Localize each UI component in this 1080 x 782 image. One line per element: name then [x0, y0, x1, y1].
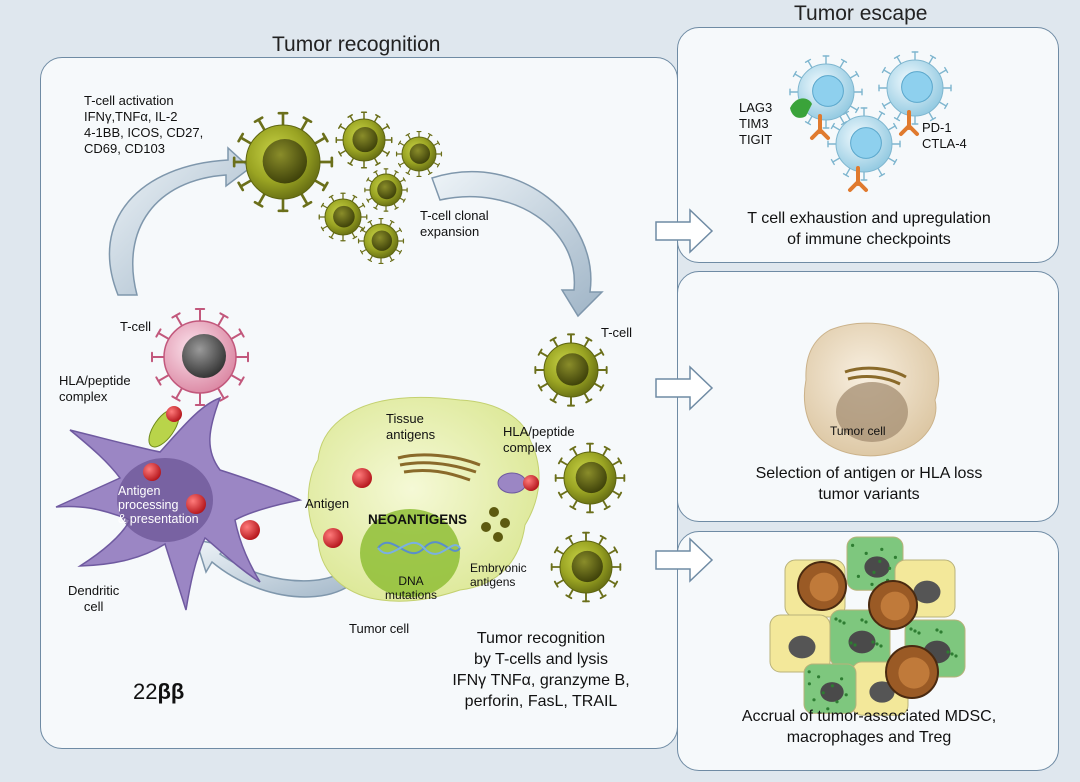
selection-caption: Selection of antigen or HLA loss tumor v… [755, 465, 983, 503]
exhausted-tcell [789, 55, 863, 140]
tcell-pink [151, 308, 249, 406]
tcell-left-label: T-cell [120, 319, 152, 334]
block-arrow-exhaustion [655, 208, 714, 254]
exhausted-tcells [789, 51, 952, 192]
tumor-recognition-title: Tumor recognition [272, 33, 441, 56]
dendritic-antigens [143, 463, 260, 540]
tumor-escape-title: Tumor escape [794, 2, 928, 25]
expanding-tcell [232, 111, 334, 213]
suppressive-cell [803, 663, 857, 714]
macrophage [797, 561, 847, 611]
tumor-cell-label: Tumor cell [349, 621, 410, 636]
neoantigens-label: NEOANTIGENS [368, 512, 468, 527]
expanding-tcell [318, 192, 368, 242]
tissue-antigens-label: Tissue antigens [386, 411, 436, 442]
antigen-label: Antigen [305, 496, 350, 511]
block-arrow-accrual [655, 537, 714, 583]
lysis-caption: Tumor recognition by T-cells and lysis I… [452, 630, 630, 710]
embryonic-antigens-label: Embryonic antigens [470, 561, 527, 589]
macrophage [868, 580, 918, 630]
checkpoints-right-label: PD-1 CTLA-4 [922, 120, 967, 151]
selection-tumor-cell [803, 322, 940, 457]
tcell-effector [554, 442, 626, 514]
expanding-tcell [364, 168, 408, 212]
suppressive-cell [769, 614, 831, 673]
suppressive-cell-cluster [769, 536, 966, 716]
tcell-effector [534, 333, 608, 407]
tcell-effector [550, 531, 622, 603]
expanding-tcell [357, 217, 405, 265]
tcell-clonal-expansion-cluster [232, 111, 443, 265]
suppressive-cell [829, 609, 891, 668]
expanding-tcell [395, 130, 443, 178]
activation-curve-arrow [108, 146, 252, 296]
exhaustion-caption: T cell exhaustion and upregulation of im… [747, 210, 991, 248]
clonal-expansion-label: T-cell clonal expansion [420, 208, 489, 239]
accrual-caption: Accrual of tumor-associated MDSC, macrop… [741, 708, 997, 746]
dendritic-cell-label: Dendritic cell [68, 583, 120, 614]
tcell-activation-label: T-cell activation IFNγ,TNFα, IL-2 4-1BB,… [84, 93, 204, 156]
exhausted-tcell [827, 107, 901, 192]
tumor-cell-shape [307, 396, 540, 602]
figure-footnote: 22ββ [133, 679, 184, 705]
dna-mutations-label: DNA mutations [385, 574, 438, 602]
dendritic-cell-shape [55, 396, 303, 611]
expansion-curve-arrow [431, 171, 604, 318]
lag3-receptor [790, 98, 812, 118]
hla-peptide-left [148, 406, 182, 448]
footnote-bold: ββ [157, 679, 185, 704]
block-arrow-selection [655, 365, 714, 411]
exhausted-tcell [878, 51, 952, 136]
hla-peptide-left-label: HLA/peptide complex [59, 373, 131, 404]
antigen-processing-label: Antigen processing & presentation [118, 484, 199, 526]
tcell-right-label: T-cell [601, 325, 633, 340]
hla-peptide-right-label: HLA/peptide complex [503, 424, 575, 455]
selection-tumor-cell-label: Tumor cell [830, 424, 886, 438]
checkpoints-left-label: LAG3 TIM3 TIGIT [739, 100, 773, 147]
expanding-tcell [335, 111, 393, 169]
macrophage [885, 645, 939, 699]
hla-peptide-right [497, 472, 539, 494]
footnote-prefix: 22 [133, 679, 158, 704]
tcell-right-group [534, 333, 626, 603]
free-antigens [323, 468, 372, 548]
